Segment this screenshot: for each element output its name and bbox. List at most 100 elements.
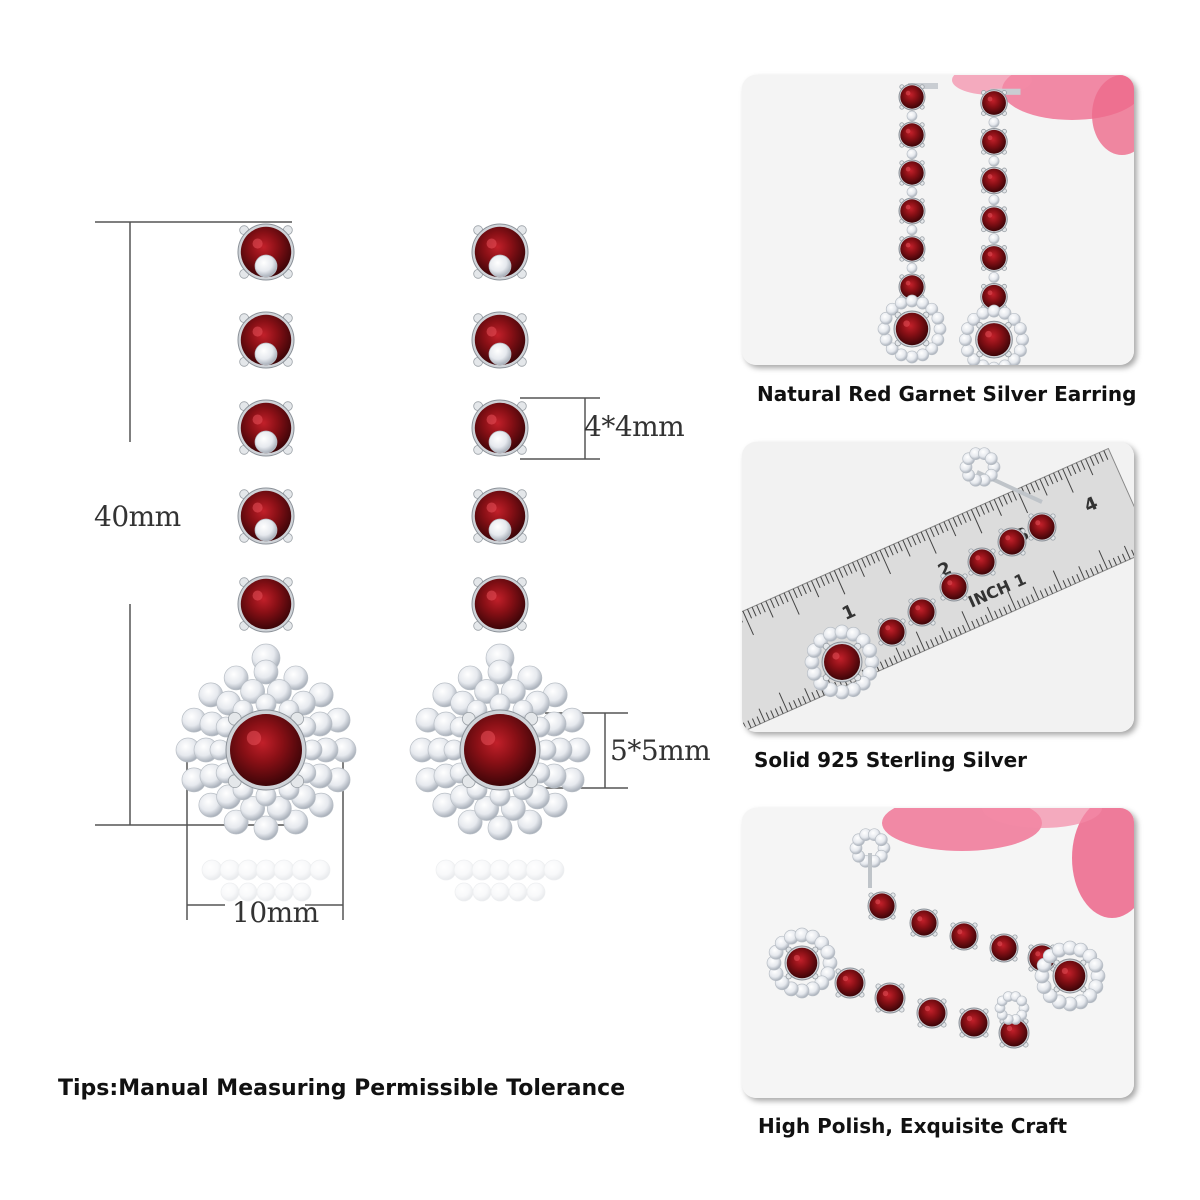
cz-stone <box>283 665 309 691</box>
cz-stone <box>961 344 975 358</box>
length-label: 40mm <box>94 500 181 533</box>
photo-lying-earrings <box>742 808 1134 1098</box>
cz-stone <box>906 224 918 236</box>
cz-stone <box>254 342 278 366</box>
small-garnet <box>834 967 866 999</box>
small-garnet <box>916 997 948 1029</box>
cz-stone <box>201 859 223 881</box>
main-garnet <box>459 709 541 791</box>
earring-diagram <box>95 221 628 920</box>
cz-stone <box>508 882 528 902</box>
cz-stone <box>457 665 483 691</box>
small-garnet <box>898 121 926 149</box>
cz-stone <box>874 833 888 847</box>
cz-stone <box>905 294 919 308</box>
photo-ruler-earring: 1 2 3 4 INCH 1 <box>742 442 1134 732</box>
cz-stone <box>862 643 878 658</box>
cz-stone <box>273 859 295 881</box>
photo-caption-1: Natural Red Garnet Silver Earring <box>757 382 1137 406</box>
cz-stone <box>454 882 474 902</box>
cz-stone <box>525 859 547 881</box>
cz-stone <box>453 859 475 881</box>
cz-stone <box>1013 344 1027 358</box>
cz-stone <box>1007 312 1021 326</box>
cz-stone <box>489 859 511 881</box>
small-garnet <box>874 982 906 1014</box>
small-garnet <box>867 891 897 921</box>
cz-stone <box>543 859 565 881</box>
cz-stone <box>237 859 259 881</box>
cz-stone <box>488 518 512 542</box>
cz-stone <box>223 665 249 691</box>
cz-stone <box>988 194 1000 206</box>
width-label: 10mm <box>232 896 319 929</box>
cz-stone <box>309 859 331 881</box>
cz-stone <box>916 296 930 310</box>
cz-stone <box>457 809 483 835</box>
small-garnet <box>898 197 926 225</box>
cz-stone <box>967 353 981 365</box>
main-garnet <box>225 709 307 791</box>
cz-stone <box>967 312 981 326</box>
cz-stone <box>1088 957 1104 973</box>
small-garnet <box>967 547 997 577</box>
cz-stone <box>255 859 277 881</box>
cz-stone <box>916 348 930 362</box>
earring-left <box>175 223 357 902</box>
cz-stone <box>292 882 312 902</box>
small-garnet <box>989 933 1019 963</box>
cz-stone <box>988 361 1000 365</box>
small-garnet <box>237 311 295 369</box>
small-garnet <box>471 487 529 545</box>
cz-stone <box>885 302 899 316</box>
cz-stone <box>488 430 512 454</box>
cz-stone <box>988 233 1000 245</box>
cz-stone <box>894 348 908 362</box>
small-garnet <box>237 575 295 633</box>
main-garnet <box>821 641 863 683</box>
small-garnet <box>471 311 529 369</box>
cz-stone <box>958 333 972 347</box>
earring-right <box>409 223 591 902</box>
small-garnet <box>471 223 529 281</box>
cz-stone <box>820 944 836 960</box>
small-garnet <box>907 597 937 627</box>
cz-stone <box>490 882 510 902</box>
small-garnet <box>980 205 1008 234</box>
cz-stone <box>925 302 939 316</box>
cz-stone <box>877 322 891 336</box>
cz-stone <box>1016 333 1030 347</box>
small-garnet <box>980 128 1008 156</box>
cz-stone <box>254 254 278 278</box>
small-garnet <box>998 1017 1030 1049</box>
cz-stone <box>988 155 1000 167</box>
small-garnet <box>898 235 926 263</box>
cz-stone <box>526 882 546 902</box>
cz-stone <box>931 333 945 347</box>
small-garnet <box>471 399 529 457</box>
cz-stone <box>885 342 899 356</box>
small-garnet <box>471 575 529 633</box>
small-garnet <box>980 244 1008 272</box>
cz-stone <box>976 306 990 320</box>
small-garnet <box>909 908 939 938</box>
main-garnet <box>784 945 820 981</box>
cz-stone <box>253 815 279 841</box>
cz-stone <box>1007 353 1021 365</box>
small-garnet <box>980 166 1008 195</box>
cz-stone <box>906 186 918 198</box>
small-garnet <box>958 1007 990 1039</box>
small-garnet <box>877 617 907 647</box>
small-garnet <box>949 921 979 951</box>
cz-stone <box>987 304 1001 318</box>
cz-stone <box>283 809 309 835</box>
cz-stone <box>471 859 493 881</box>
tolerance-tip: Tips:Manual Measuring Permissible Tolera… <box>58 1076 626 1101</box>
cz-stone <box>517 665 543 691</box>
cz-stone <box>291 859 313 881</box>
cz-stone <box>905 350 919 364</box>
small-stone-label: 4*4mm <box>584 410 685 443</box>
cz-stone <box>961 322 975 336</box>
main-garnet <box>975 320 1013 359</box>
small-garnet <box>237 487 295 545</box>
